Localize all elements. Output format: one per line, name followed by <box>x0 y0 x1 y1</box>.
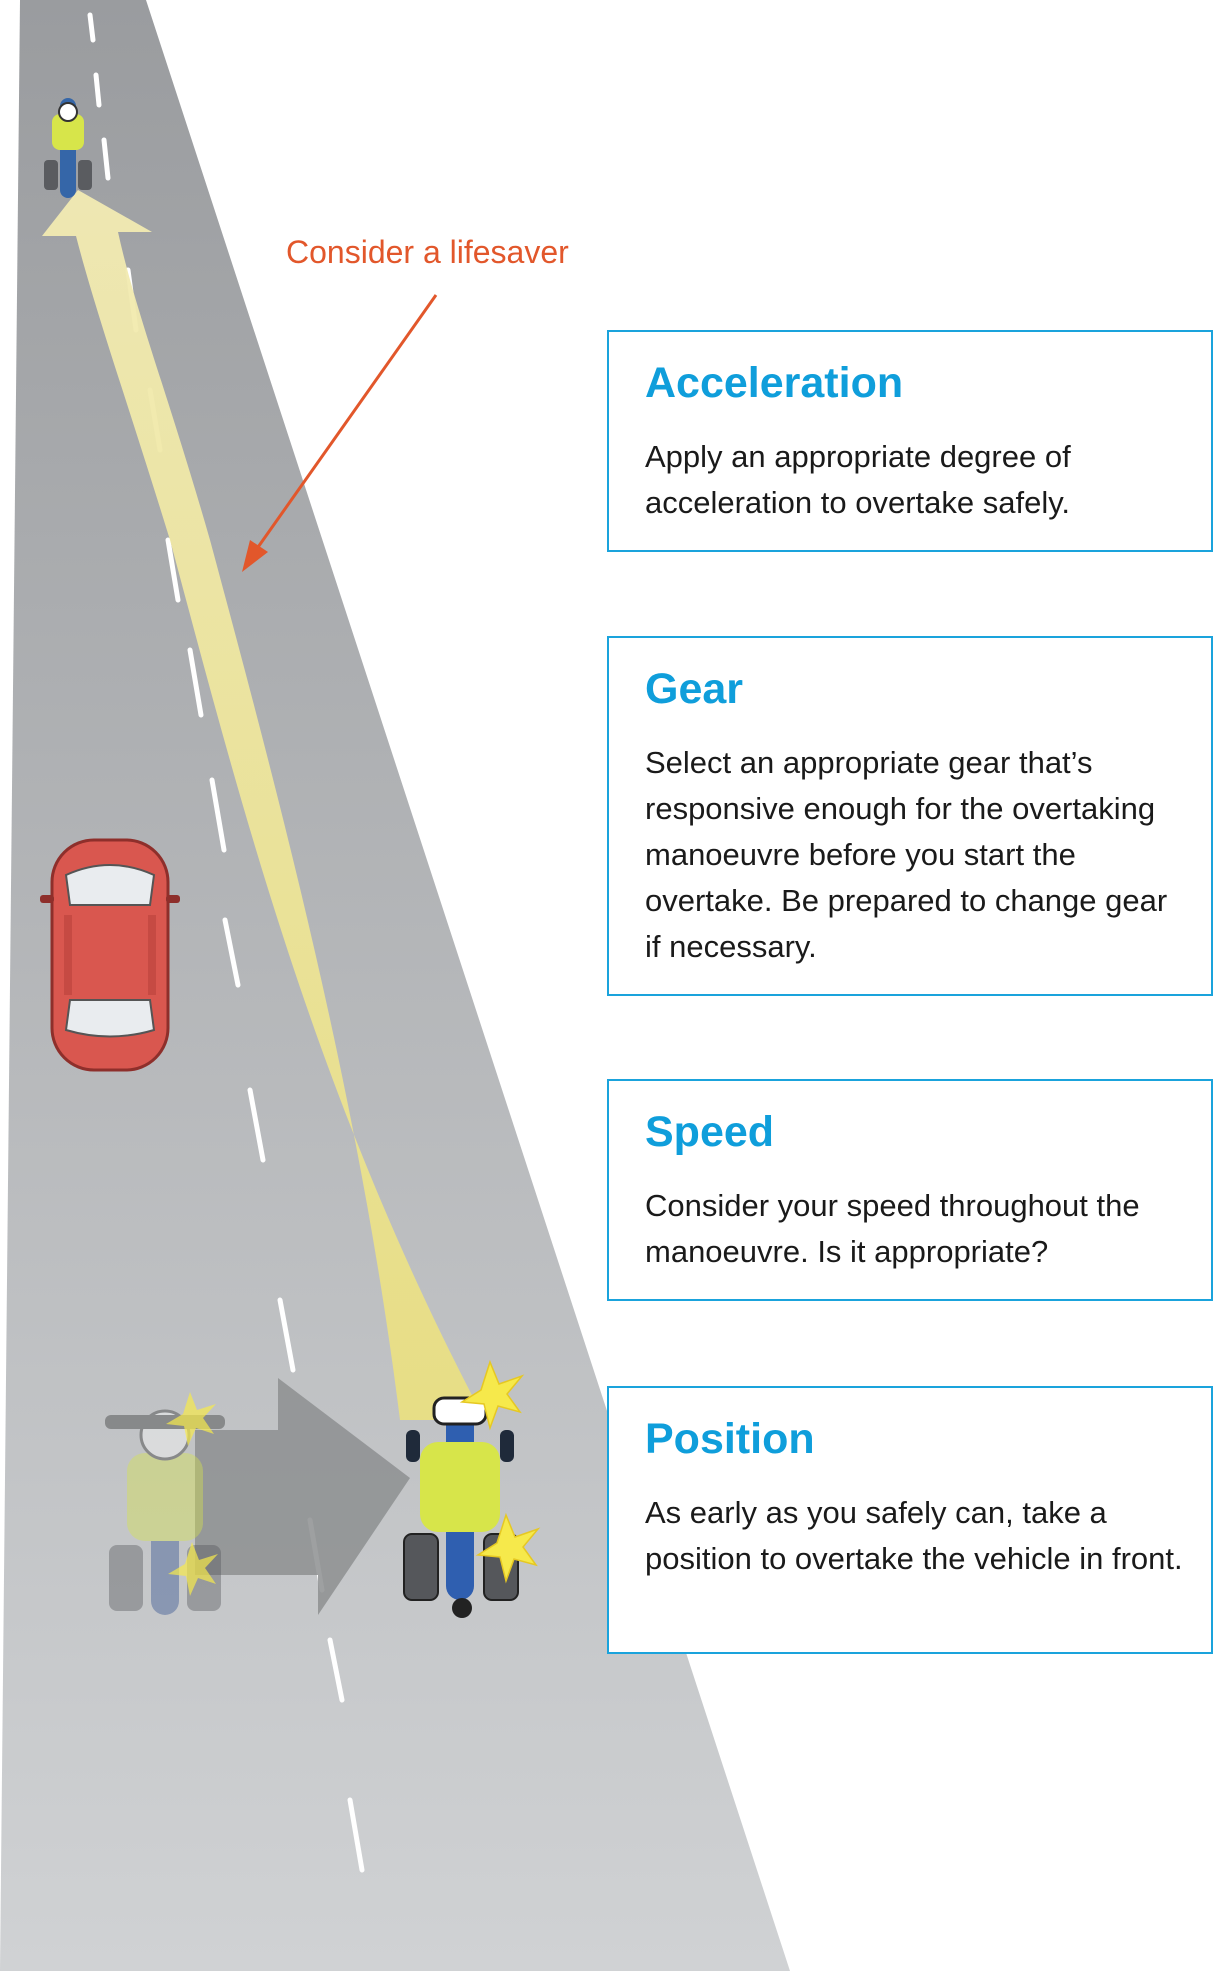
pointer-arrow-icon <box>242 294 438 572</box>
panel-title: Speed <box>645 1108 775 1156</box>
panel-body: Consider your speed throughout the manoe… <box>645 1187 1140 1269</box>
panel-speed: Speed Consider your speed throughout the… <box>607 1079 1213 1301</box>
panel-body: Apply an appropriate degree of accelerat… <box>645 438 1071 520</box>
move-arrow-icon <box>195 1378 410 1615</box>
panel-body: As early as you safely can, take a posit… <box>645 1494 1183 1576</box>
panel-position: Position As early as you safely can, tak… <box>607 1386 1213 1654</box>
panel-title: Acceleration <box>645 359 904 407</box>
panel-body: Select an appropriate gear that’s respon… <box>645 744 1168 964</box>
headlight-flash-icon <box>459 1359 541 1584</box>
motorcycle-icon <box>44 98 92 198</box>
panel-gear: Gear Select an appropriate gear that’s r… <box>607 636 1213 996</box>
motorcycle-icon <box>403 1396 519 1618</box>
path-arrow-icon <box>42 190 485 1420</box>
car-icon <box>40 838 180 1072</box>
panel-title: Gear <box>645 665 744 713</box>
headlight-flash-icon <box>166 1392 218 1596</box>
lifesaver-annotation: Consider a lifesaver <box>286 234 569 270</box>
panel-acceleration: Acceleration Apply an appropriate degree… <box>607 330 1213 552</box>
panel-title: Position <box>645 1415 815 1463</box>
